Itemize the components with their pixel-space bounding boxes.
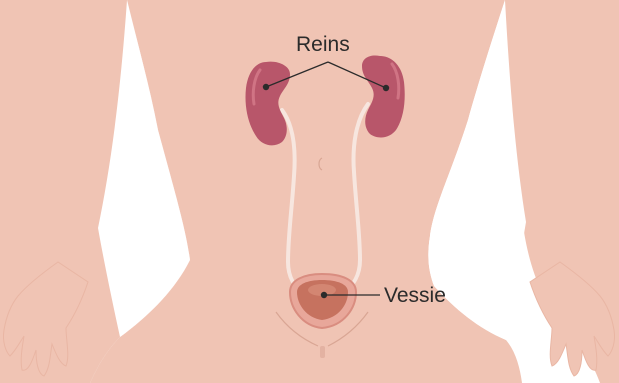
right-kidney-dot [383,85,389,91]
bladder-label: Vessie [384,284,446,307]
left-kidney-dot [263,84,269,90]
groin-mark [320,346,325,358]
bladder-dot [321,292,327,298]
kidneys-label: Reins [296,33,350,56]
